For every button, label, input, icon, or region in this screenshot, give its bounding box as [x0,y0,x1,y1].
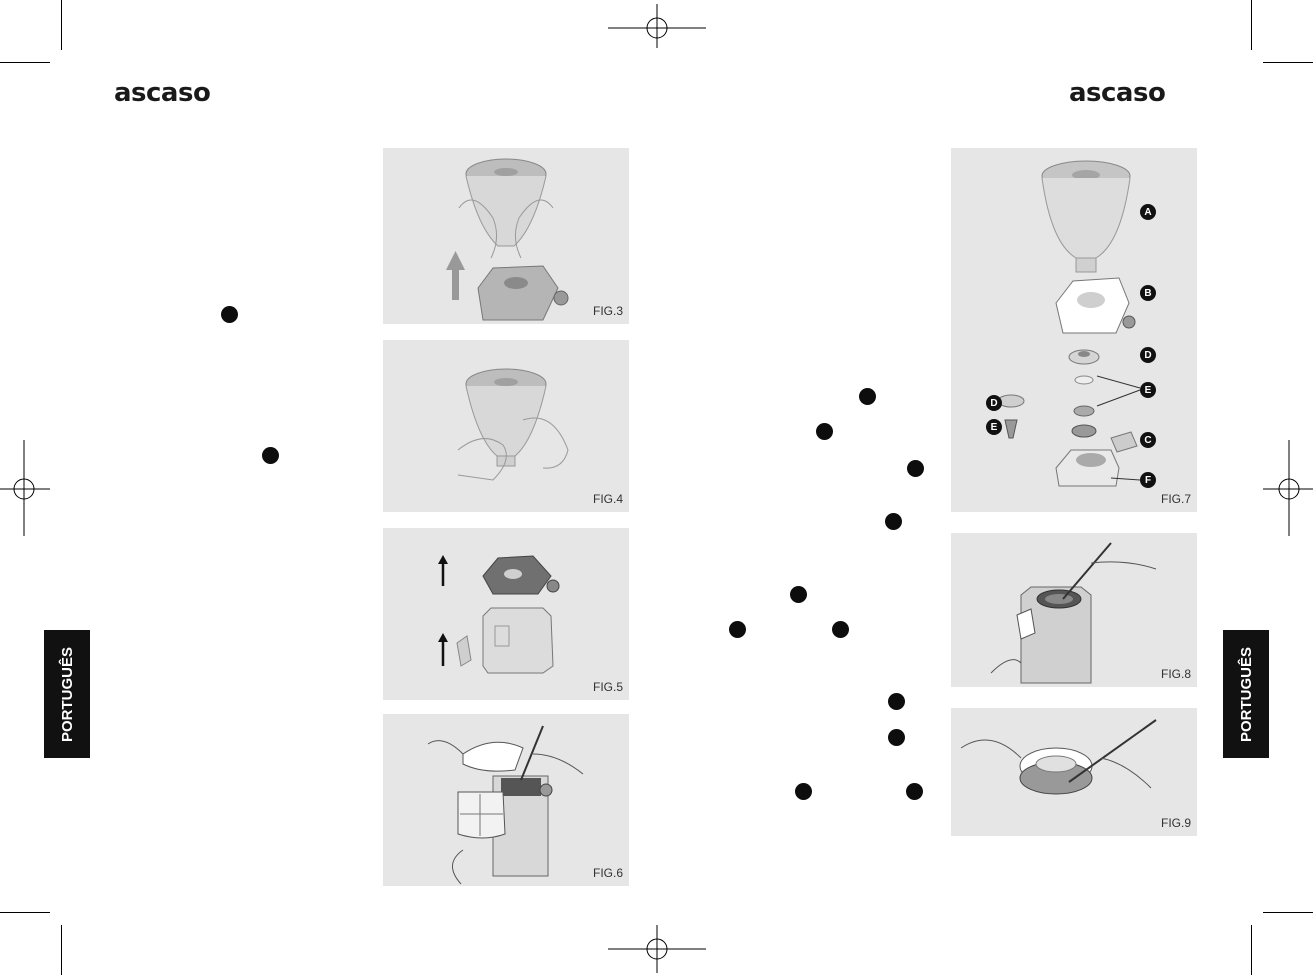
fig7-callout-f: F [1140,472,1156,488]
figure-8: FIG.8 [951,533,1197,687]
registration-mark-right-icon [1263,440,1313,536]
figure-5: FIG.5 [383,528,629,700]
reference-bullet [729,621,746,638]
reference-bullet [888,729,905,746]
reference-bullet [795,783,812,800]
figure-6: FIG.6 [383,714,629,886]
reference-bullet [790,586,807,603]
fig7-callout-c: C [1140,432,1156,448]
figure-caption: FIG.8 [1160,667,1191,681]
figure-9: FIG.9 [951,708,1197,836]
brand-logo-left: ascaso [114,78,211,108]
figure-caption: FIG.5 [592,680,623,694]
brand-logo-right: ascaso [1069,78,1166,108]
cover-removal-illustration-icon [438,555,560,674]
burr-cleaning-illustration-icon [960,719,1157,795]
fig7-callout-a: A [1140,204,1156,220]
fig7-callout-d: D [986,395,1002,411]
reference-bullet [832,621,849,638]
language-tab-label: PORTUGUÊS [1237,646,1255,742]
reference-bullet [262,447,279,464]
crop-mark [0,912,50,913]
reference-bullet [885,513,902,530]
figure-4: FIG.4 [383,340,629,512]
crop-mark [0,62,50,63]
exploded-view-illustration-icon [997,160,1141,487]
figure-caption: FIG.9 [1160,816,1191,830]
reference-bullet [907,460,924,477]
figure-caption: FIG.7 [1160,492,1191,506]
hopper-removal-illustration-icon [446,158,569,321]
crop-mark [1251,925,1252,975]
figure-7: A B D E C F D E FIG.7 [951,148,1197,512]
crop-mark [1263,62,1313,63]
reference-bullet [888,693,905,710]
crop-mark [61,0,62,50]
hopper-cleaning-illustration-icon [457,368,569,481]
crop-mark [1251,0,1252,50]
figure-caption: FIG.6 [592,866,623,880]
fig7-callout-b: B [1140,285,1156,301]
registration-mark-top-icon [608,4,706,48]
reference-bullet [221,306,238,323]
registration-mark-bottom-icon [608,925,706,973]
fig7-callout-e: E [1140,382,1156,398]
registration-mark-left-icon [0,440,50,536]
language-tab-right: PORTUGUÊS [1223,630,1269,758]
burr-chamber-cleaning-illustration-icon [990,542,1157,684]
figure-caption: FIG.4 [592,492,623,506]
fig7-callout-e: E [986,419,1002,435]
crop-mark [1263,912,1313,913]
language-tab-left: PORTUGUÊS [44,630,90,758]
fig7-callout-d: D [1140,347,1156,363]
figure-caption: FIG.3 [592,304,623,318]
reference-bullet [859,388,876,405]
reference-bullet [816,423,833,440]
language-tab-label: PORTUGUÊS [58,646,76,742]
grinder-cleaning-illustration-icon [427,725,584,885]
crop-mark [61,925,62,975]
reference-bullet [906,783,923,800]
figure-3: FIG.3 [383,148,629,324]
